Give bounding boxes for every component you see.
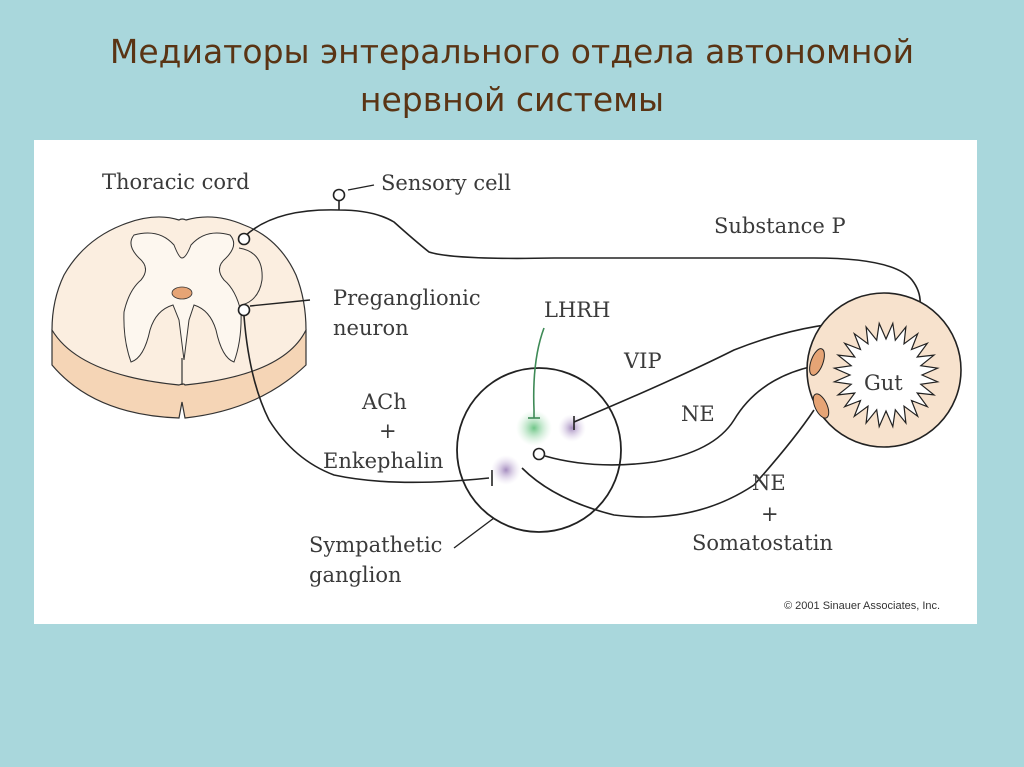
preganglionic-pointer: [249, 299, 311, 307]
gut-ganglion-1: [809, 348, 825, 376]
ne-fiber-1: [544, 365, 815, 466]
preganglionic-axon: [243, 315, 490, 484]
label-ne2-plus: +: [761, 502, 779, 526]
preganglionic-neuron-pathway: [237, 299, 493, 486]
label-somatostatin: Somatostatin: [692, 531, 833, 555]
vip-glow: [558, 414, 586, 442]
sensory-cell-body: [332, 188, 346, 202]
gut-villi-outline: [832, 321, 940, 429]
gut: [806, 292, 962, 448]
sensory-terminal-cord: [237, 232, 251, 246]
label-ganglion: ganglion: [309, 563, 402, 587]
sensory-cell-pointer: [347, 184, 375, 191]
ganglion-pointer: [453, 517, 495, 549]
lhrh-fiber: [532, 327, 545, 418]
diagram-panel: Thoracic cord Sensory cell Substance P P…: [34, 140, 977, 624]
lhrh-glow: [516, 410, 552, 446]
sensory-neuron-pathway: [237, 184, 922, 330]
copyright-notice: © 2001 Sinauer Associates, Inc.: [784, 600, 940, 612]
label-sensory-cell: Sensory cell: [381, 171, 511, 195]
enteric-nervous-system-diagram: Thoracic cord Sensory cell Substance P P…: [51, 170, 962, 612]
ne-pathways: [521, 365, 815, 518]
label-lhrh: LHRH: [544, 298, 610, 322]
label-gut: Gut: [864, 371, 903, 395]
sensory-fiber: [243, 209, 921, 321]
label-ach: ACh: [361, 390, 407, 414]
label-sympathetic: Sympathetic: [309, 533, 442, 557]
ne-fiber-2: [521, 409, 815, 518]
slide-title: Медиаторы энтерального отдела автономной…: [0, 28, 1024, 124]
postganglionic-glow: [491, 455, 521, 485]
gut-ganglion-2: [812, 393, 830, 419]
label-enkephalin: Enkephalin: [323, 449, 443, 473]
spinal-cord: [51, 216, 307, 419]
label-thoracic-cord: Thoracic cord: [102, 170, 250, 194]
label-ach-plus: +: [379, 419, 397, 443]
title-line-1: Медиаторы энтерального отдела автономной: [109, 32, 915, 71]
preganglionic-cell-body: [237, 303, 251, 317]
label-vip: VIP: [623, 349, 662, 373]
central-canal: [171, 286, 193, 300]
label-preganglionic-line2: neuron: [333, 316, 409, 340]
ganglion-circle: [456, 367, 622, 533]
label-preganglionic-line1: Preganglionic: [333, 286, 481, 310]
lateral-horn: [238, 247, 263, 306]
label-ne: NE: [681, 402, 715, 426]
gut-villi: [832, 321, 940, 429]
ganglion-cell-body-ne: [532, 447, 546, 461]
title-line-2: нервной системы: [359, 80, 665, 119]
label-substance-p: Substance P: [714, 214, 846, 238]
label-ne-2: NE: [752, 471, 786, 495]
sympathetic-ganglion: [453, 327, 622, 549]
